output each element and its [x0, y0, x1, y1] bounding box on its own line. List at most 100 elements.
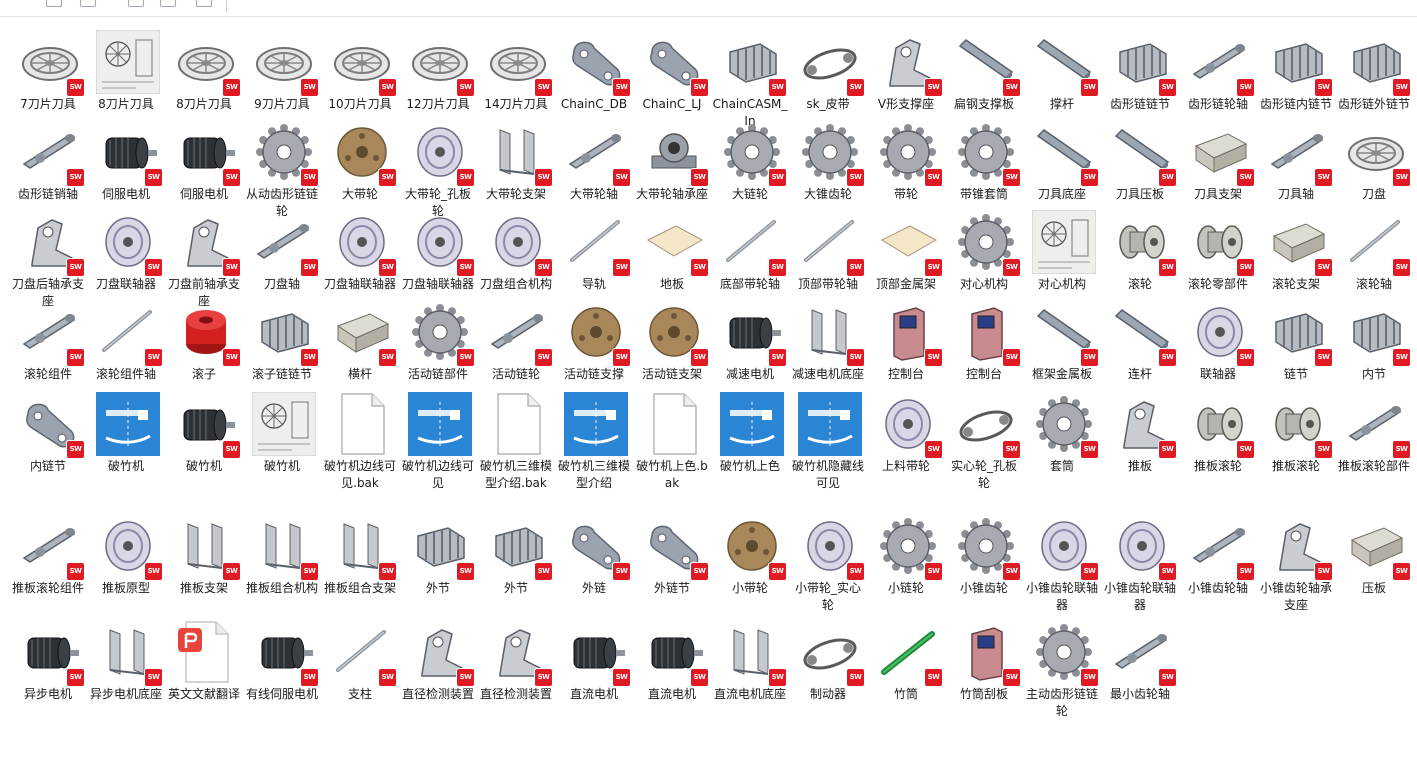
file-item[interactable]: 破竹机上色.bak [634, 384, 710, 490]
share-icon[interactable] [160, 0, 176, 7]
file-item[interactable]: 破竹机隐藏线可见 [790, 384, 866, 490]
file-item[interactable]: 破竹机三维模型介绍 [556, 384, 632, 490]
file-item[interactable]: 英文文献翻译 [166, 612, 242, 716]
rename-icon[interactable] [128, 0, 144, 7]
file-item[interactable]: 破竹机三维模型介绍.bak [478, 384, 554, 490]
copy-icon[interactable] [46, 0, 62, 7]
delete-icon[interactable] [196, 0, 212, 7]
file-item[interactable]: 破竹机 [244, 384, 320, 488]
